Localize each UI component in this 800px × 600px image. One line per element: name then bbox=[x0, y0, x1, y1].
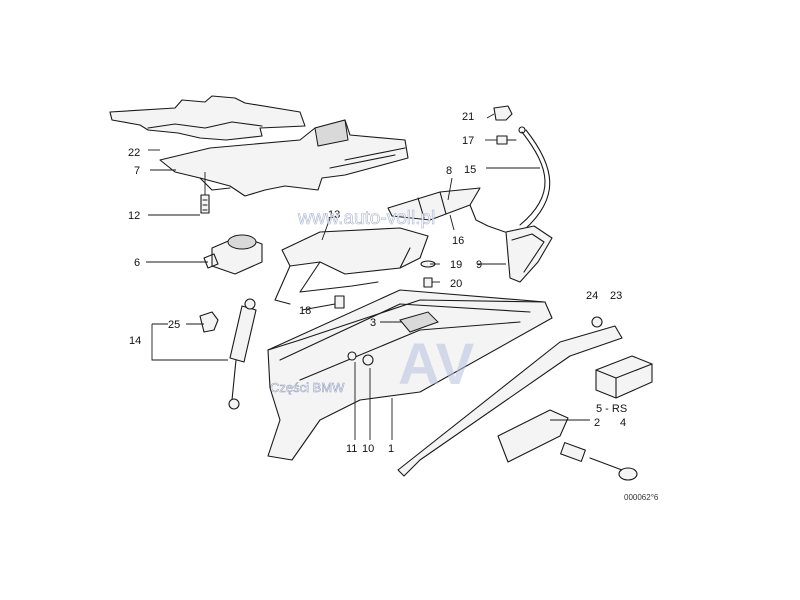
callout-8: 8 bbox=[446, 165, 452, 177]
rs-box bbox=[595, 355, 653, 399]
callout-3: 3 bbox=[370, 317, 376, 329]
insulation-mat bbox=[109, 95, 306, 141]
callout-15: 15 bbox=[464, 164, 476, 176]
lower-cover bbox=[159, 119, 409, 197]
bracket-13 bbox=[274, 227, 429, 305]
watermark-caption: Części BMW bbox=[270, 380, 345, 395]
screw-17 bbox=[496, 135, 517, 145]
clip-21 bbox=[493, 105, 513, 121]
callout-22: 22 bbox=[128, 147, 140, 159]
callout-6: 6 bbox=[134, 257, 140, 269]
callout-17: 17 bbox=[462, 135, 474, 147]
screw-20 bbox=[423, 277, 433, 288]
glove-box bbox=[267, 289, 553, 461]
callout-16: 16 bbox=[452, 235, 464, 247]
callout-13: 13 bbox=[328, 209, 340, 221]
screw-18 bbox=[334, 295, 345, 309]
callout-12: 12 bbox=[128, 210, 140, 222]
drawing-code: 000062°6 bbox=[624, 493, 659, 502]
bolt-12 bbox=[200, 172, 210, 214]
callout-11: 11 bbox=[346, 443, 357, 455]
callout-2: 2 bbox=[594, 417, 600, 429]
release-cable bbox=[518, 126, 551, 231]
handle-lock bbox=[497, 409, 638, 481]
callout-21: 21 bbox=[462, 111, 474, 123]
watermark-url: www.auto-voll.pl bbox=[297, 208, 435, 229]
callout-25: 25 bbox=[168, 319, 180, 331]
callout-7: 7 bbox=[134, 165, 140, 177]
callout-10: 10 bbox=[362, 443, 374, 455]
callout-5-rs: 5 - RS bbox=[596, 403, 627, 415]
callout-labels: 22 7 12 6 14 25 18 3 11 10 1 2 4 5 - RS … bbox=[128, 111, 627, 455]
latch-bracket bbox=[387, 187, 506, 233]
callout-19: 19 bbox=[450, 259, 462, 271]
callout-24: 24 bbox=[586, 290, 598, 302]
trim-cover bbox=[505, 225, 553, 283]
clip-25 bbox=[199, 311, 219, 333]
screw-11 bbox=[347, 351, 357, 361]
watermark: AV www.auto-voll.pl Części BMW bbox=[270, 208, 475, 397]
callout-1: 1 bbox=[388, 443, 394, 455]
callout-14: 14 bbox=[129, 335, 141, 347]
callout-9: 9 bbox=[476, 259, 482, 271]
screw-10 bbox=[362, 354, 374, 366]
leader-lines bbox=[146, 113, 590, 440]
callout-18: 18 bbox=[299, 305, 311, 317]
damper-strut bbox=[228, 298, 257, 410]
watermark-logo: AV bbox=[398, 332, 475, 397]
trim-strip bbox=[397, 325, 623, 477]
light-unit bbox=[203, 234, 263, 275]
screw-24 bbox=[591, 316, 603, 328]
callout-23: 23 bbox=[610, 290, 622, 302]
callout-4: 4 bbox=[620, 417, 626, 429]
callout-20: 20 bbox=[450, 278, 462, 290]
